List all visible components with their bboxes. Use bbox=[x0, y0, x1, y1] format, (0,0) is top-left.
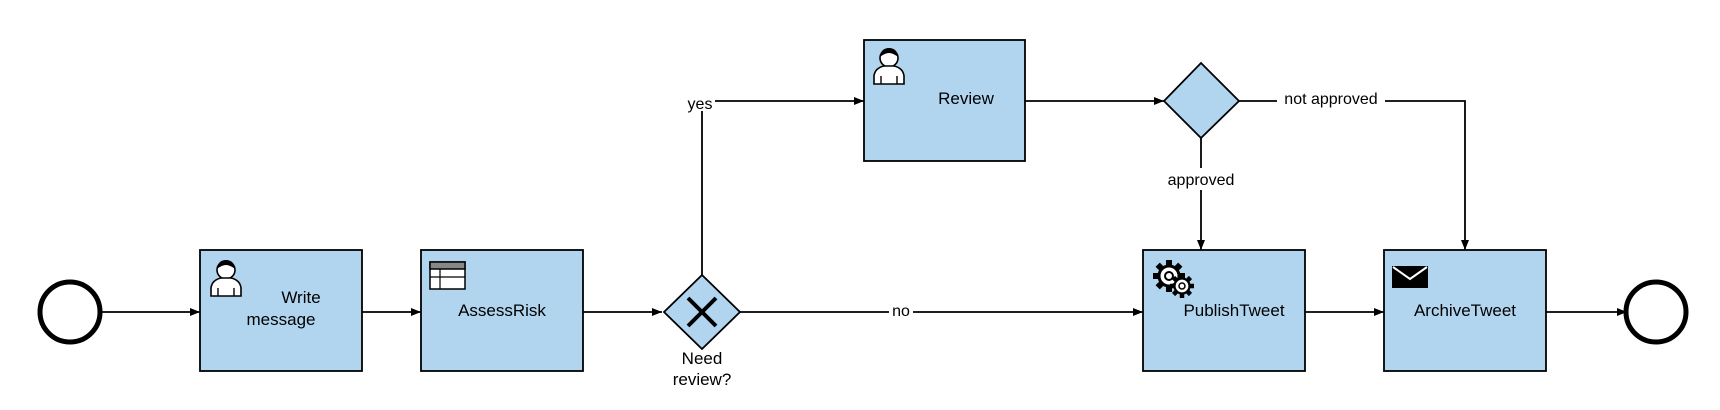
flow-label-approved: approved bbox=[1160, 168, 1240, 190]
task-archive-tweet[interactable]: ArchiveTweet bbox=[1383, 249, 1547, 372]
flow-label-no: no bbox=[889, 300, 913, 320]
gateway-approval[interactable] bbox=[1162, 61, 1241, 140]
start-event[interactable] bbox=[37, 279, 103, 345]
gateway-need-review-label-line2: review? bbox=[673, 370, 732, 389]
table-icon bbox=[429, 261, 466, 290]
task-write-message-label-line1: Write bbox=[281, 288, 320, 307]
envelope-icon bbox=[1392, 266, 1428, 288]
flow-label-yes: yes bbox=[683, 91, 715, 113]
flow-not-approved-to-archive-tweet bbox=[1239, 100, 1469, 250]
user-icon bbox=[873, 48, 905, 85]
svg-text:yes: yes bbox=[688, 96, 713, 113]
task-publish-tweet-label: PublishTweet bbox=[1183, 301, 1284, 320]
task-assess-risk[interactable]: AssessRisk bbox=[420, 249, 584, 372]
user-icon bbox=[210, 260, 242, 297]
task-publish-tweet[interactable]: PublishTweet bbox=[1142, 249, 1306, 372]
task-review-label: Review bbox=[938, 89, 994, 108]
gateway-need-review[interactable]: Need review? bbox=[662, 273, 742, 389]
x-icon bbox=[686, 296, 718, 328]
flow-gateway-yes-to-review bbox=[701, 97, 864, 275]
flow-label-not-approved: not approved bbox=[1277, 88, 1385, 110]
task-archive-tweet-label: ArchiveTweet bbox=[1414, 301, 1516, 320]
task-assess-risk-label: AssessRisk bbox=[458, 301, 546, 320]
gear-icon bbox=[1153, 260, 1194, 298]
task-write-message-label-line2: message bbox=[247, 310, 316, 329]
end-event[interactable] bbox=[1623, 279, 1689, 345]
task-write-message[interactable]: Write message bbox=[199, 249, 363, 372]
svg-text:not approved: not approved bbox=[1284, 91, 1377, 108]
task-review[interactable]: Review bbox=[863, 39, 1026, 162]
svg-text:no: no bbox=[892, 303, 910, 320]
gateway-need-review-label-line1: Need bbox=[682, 349, 723, 368]
svg-text:approved: approved bbox=[1168, 172, 1235, 189]
